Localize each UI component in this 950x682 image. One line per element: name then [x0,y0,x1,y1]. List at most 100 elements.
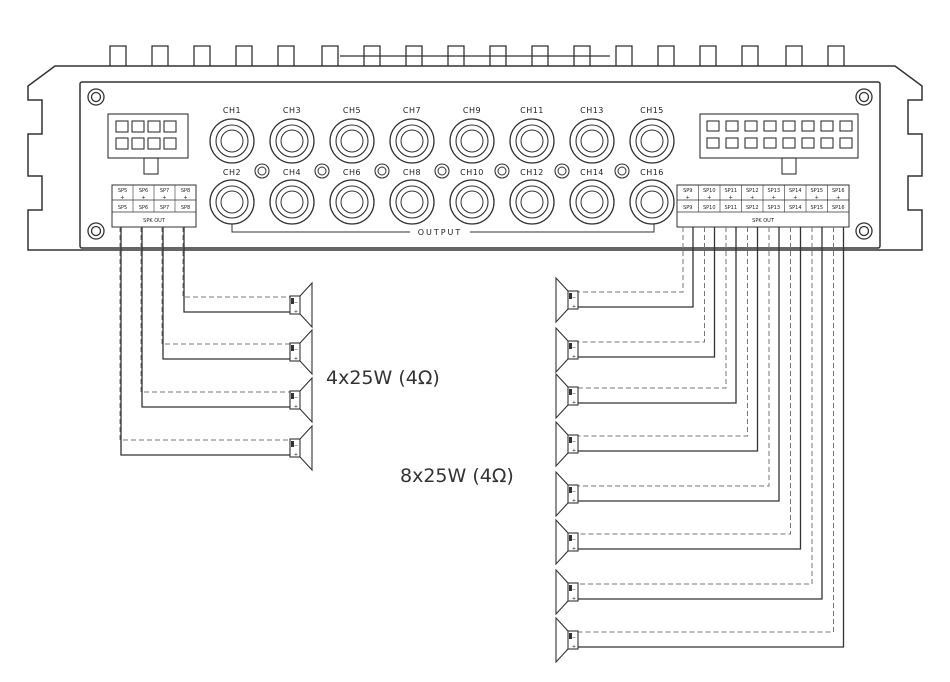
speaker-terminal [569,343,572,349]
terminal-footer: SPK OUT [752,218,775,224]
rca-jack-ring [395,124,429,158]
speaker-icon: −+ [555,568,579,616]
terminal-polarity: + [120,195,124,201]
speaker-plus: + [572,498,576,504]
connector-pin [782,137,796,149]
connector-pin [820,137,834,149]
speaker-minus: − [572,295,576,301]
rca-jack-outer [449,179,495,225]
terminal-label: SP11 [724,188,737,194]
rca-jack-inner [580,129,604,153]
rca-jack-ring [575,124,609,158]
terminal-label: SP14 [789,188,802,194]
speaker-icon: −+ [289,376,313,424]
terminal-label: SP8 [181,188,190,194]
rca-jack-inner [340,129,364,153]
speaker-icon: −+ [289,328,313,376]
negative-wire [182,227,290,298]
terminal-label: SP12 [746,205,759,211]
connector-pin [839,120,853,132]
terminal-polarity: + [815,195,819,201]
heatsink-fin [193,45,211,66]
channel-label: CH10 [460,168,484,177]
speaker-minus: − [572,587,576,593]
heatsink-fins [109,45,845,66]
terminal-polarity: + [183,195,187,201]
rca-jack-ring [575,185,609,219]
rca-jack-outer [389,118,435,164]
speaker-icon: −+ [555,470,579,518]
speaker-icon: −+ [555,518,579,566]
terminal-label: SP10 [703,188,716,194]
speaker-icon: −+ [289,281,313,329]
speaker-terminal [569,585,572,591]
speaker-cone [555,518,569,566]
rca-jack-outer [269,179,315,225]
positive-wire [578,227,716,358]
positive-wire [578,227,737,404]
left-group-caption: 4x25W (4Ω) [326,367,440,389]
rca-jack-ring [275,185,309,219]
channel-label: CH13 [580,106,604,115]
channel-label: CH5 [343,106,361,115]
positive-wire [578,227,845,648]
led-indicator [554,163,570,179]
terminal-label: SP11 [724,205,737,211]
led-indicator [494,163,510,179]
channel-label: CH3 [283,106,301,115]
rca-jack-inner [640,190,664,214]
speaker-terminal [291,345,294,351]
speaker-icon: −+ [555,326,579,374]
positive-wire [183,227,290,313]
rca-jack-inner [280,190,304,214]
channel-label: CH14 [580,168,604,177]
led-indicator [614,163,630,179]
speaker-magnet [567,386,579,406]
speaker-magnet [289,342,301,362]
speaker-minus: − [572,391,576,397]
rca-jack-inner [400,129,424,153]
terminal-label: SP6 [139,188,148,194]
rca-jack-inner [580,190,604,214]
positive-wire [578,227,759,452]
heatsink-fin [277,45,295,66]
channel-label: CH15 [640,106,664,115]
heatsink-fin [109,45,127,66]
connector-pin [725,137,739,149]
rca-jack-outer [509,118,555,164]
channel-label: CH4 [283,168,301,177]
rca-jack-ring [455,124,489,158]
led-indicator-inner [437,166,447,176]
rca-jack-outer [269,118,315,164]
led-indicator-inner [557,166,567,176]
negative-wire [140,227,290,393]
terminal-polarity: + [162,195,166,201]
speaker-minus: − [294,395,298,401]
positive-wire [578,227,694,308]
terminal-footer: SPK OUT [143,218,166,224]
heatsink-fin [321,45,339,66]
heatsink-fin [151,45,169,66]
speaker-magnet [567,434,579,454]
negative-wire [119,227,290,441]
rca-jack-ring [275,124,309,158]
speaker-minus: − [572,439,576,445]
terminal-polarity: + [793,195,797,201]
speaker-minus: − [572,345,576,351]
speaker-plus: + [572,448,576,454]
speaker-minus: − [572,537,576,543]
right-input-connector [699,113,859,175]
speaker-magnet [567,630,579,650]
terminal-label: SP15 [810,205,823,211]
rca-jack-inner [460,190,484,214]
speaker-cone [299,328,313,376]
rca-jack-inner [640,129,664,153]
led-indicator-inner [317,166,327,176]
speaker-plus: + [294,404,298,410]
speaker-minus: − [572,489,576,495]
connector-pin [744,137,758,149]
led-indicator [254,163,270,179]
channel-label: CH8 [403,168,421,177]
channel-label: CH16 [640,168,664,177]
terminal-label: SP6 [139,205,148,211]
